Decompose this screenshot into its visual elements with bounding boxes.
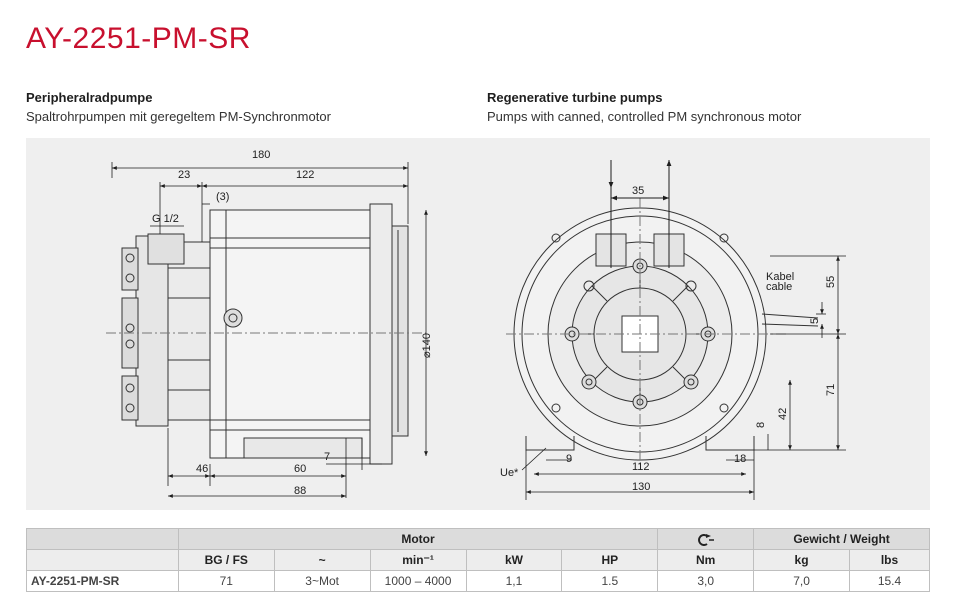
dim-46: 46: [196, 463, 208, 475]
header-german-subtitle: Spaltrohrpumpen mit geregeltem PM-Synchr…: [26, 109, 331, 124]
dim-port-spacing: 35: [632, 185, 644, 197]
group-weight: Gewicht / Weight: [753, 528, 930, 550]
thread-label: G 1/2: [152, 213, 179, 225]
dim-8: 8: [755, 422, 767, 428]
value-cell: 7,0: [753, 570, 850, 592]
technical-drawing: 180 23 122 (3) G 1/2 ⌀140 46 60 7 88: [26, 138, 930, 510]
value-cell: 3~Mot: [273, 570, 371, 592]
header-english: Regenerative turbine pumps Pumps with ca…: [487, 88, 801, 126]
value-cell: 3,0: [657, 570, 755, 592]
value-cell: 1,1: [465, 570, 563, 592]
header-german: Peripheralradpumpe Spaltrohrpumpen mit g…: [26, 88, 331, 126]
table-row: AY-2251-PM-SR 71 3~Mot 1000 – 4000 1,1 1…: [26, 570, 930, 592]
dim-7: 7: [324, 451, 330, 463]
dim-overall-length: 180: [252, 149, 270, 161]
dim-5: 5: [809, 318, 821, 324]
side-view-drawing: [106, 203, 426, 465]
col-header: BG / FS: [177, 549, 275, 571]
value-cell: 1000 – 4000: [369, 570, 467, 592]
header-english-title: Regenerative turbine pumps: [487, 90, 663, 105]
dim-88: 88: [294, 485, 306, 497]
dim-55: 55: [825, 276, 837, 288]
col-header: kg: [753, 549, 850, 571]
dim-18: 18: [734, 453, 746, 465]
torque-icon: [697, 533, 714, 546]
dim-60: 60: [294, 463, 306, 475]
ue-label: Ue*: [500, 467, 519, 479]
cable-label-en: cable: [766, 281, 792, 293]
sub-corner: [26, 549, 179, 571]
dim-42: 42: [777, 408, 789, 420]
col-header: min⁻¹: [369, 549, 467, 571]
table-corner: [26, 528, 179, 550]
group-motor: Motor: [177, 528, 659, 550]
dim-112: 112: [632, 461, 650, 473]
col-header: ~: [273, 549, 371, 571]
value-cell: 71: [177, 570, 275, 592]
dim-71: 71: [825, 384, 837, 396]
product-title: AY-2251-PM-SR: [26, 22, 251, 55]
model-cell: AY-2251-PM-SR: [26, 570, 179, 592]
col-header: lbs: [849, 549, 930, 571]
dim-3: (3): [216, 191, 229, 203]
dim-122: 122: [296, 169, 314, 181]
dim-23: 23: [178, 169, 190, 181]
header-german-title: Peripheralradpumpe: [26, 90, 153, 105]
dim-diameter: ⌀140: [421, 333, 433, 358]
front-view-drawing: [506, 198, 819, 468]
cable-label-de: Kabel: [766, 271, 794, 283]
dim-9: 9: [566, 453, 572, 465]
dim-130: 130: [632, 481, 650, 493]
group-torque: [657, 528, 755, 550]
spec-table: Motor Gewicht / Weight BG / FS ~ min⁻¹ k…: [26, 528, 930, 592]
col-header: kW: [465, 549, 563, 571]
col-header: HP: [561, 549, 659, 571]
header-english-subtitle: Pumps with canned, controlled PM synchro…: [487, 109, 802, 124]
value-cell: 1.5: [561, 570, 659, 592]
value-cell: 15.4: [849, 570, 930, 592]
col-header: Nm: [657, 549, 755, 571]
